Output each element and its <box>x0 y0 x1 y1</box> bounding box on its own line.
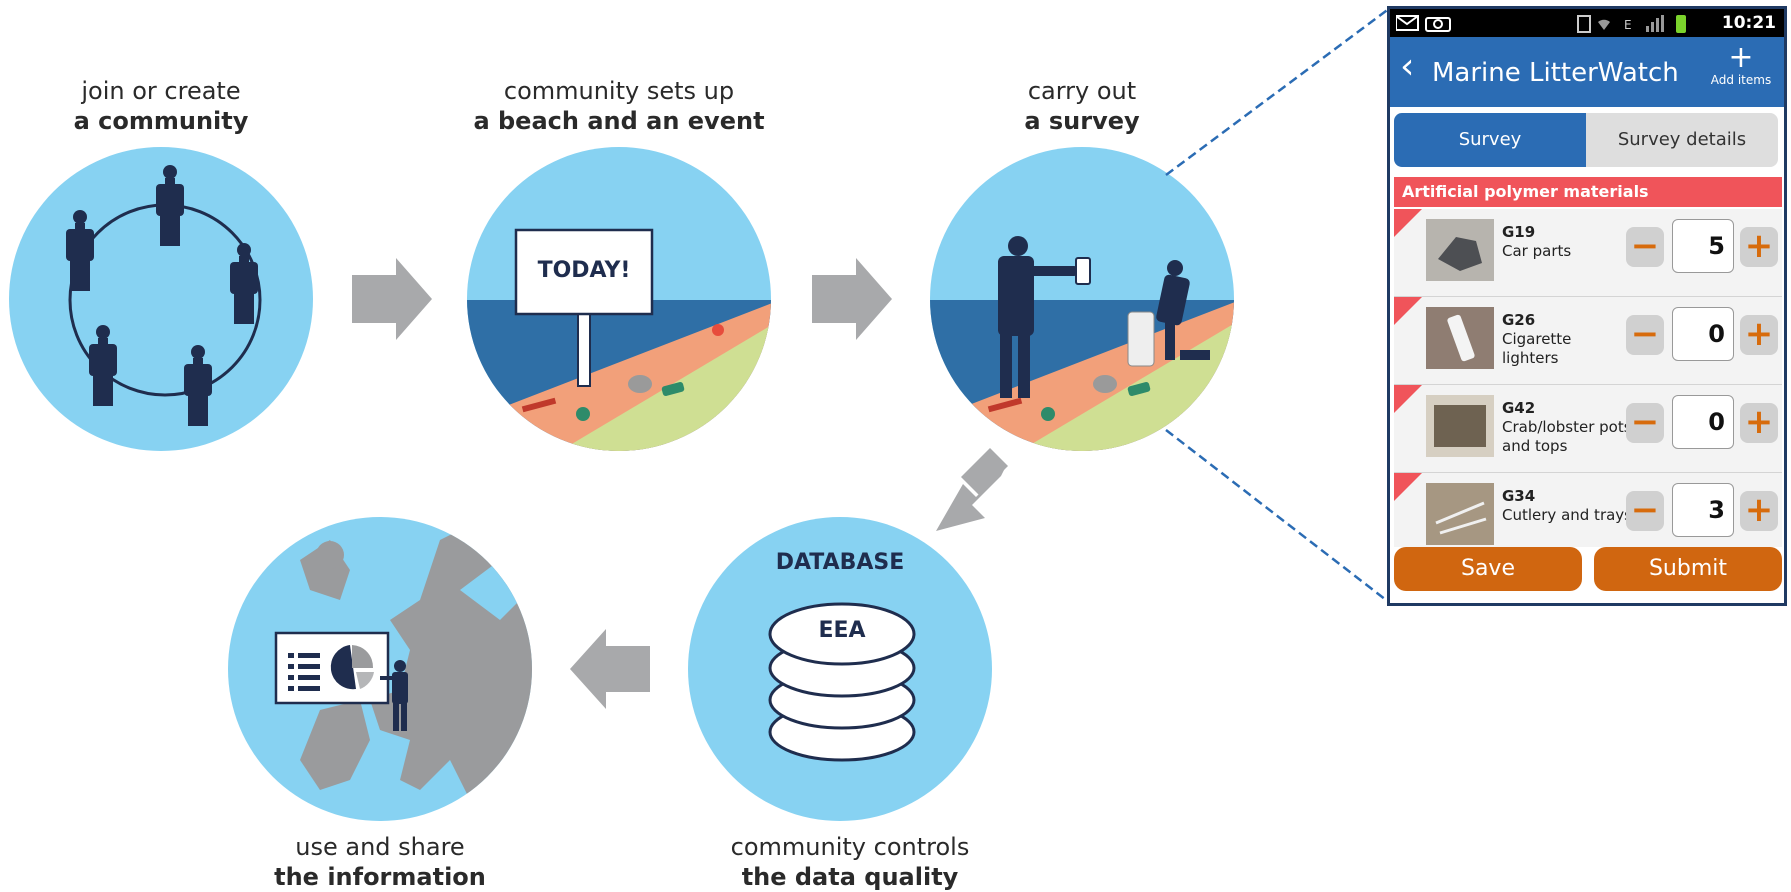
surveyor-person-icon <box>998 236 1078 398</box>
item-name: Cutlery and trays <box>1502 506 1632 524</box>
community-circle <box>9 147 313 451</box>
svg-text:E: E <box>1624 18 1632 32</box>
caption-emphasis: a beach and an event <box>473 107 765 135</box>
arrow-right-2 <box>812 258 892 340</box>
callout-line-bottom <box>1165 429 1391 604</box>
collector-person-icon <box>1156 260 1210 360</box>
item-code: G42 <box>1502 399 1536 417</box>
arrow-left <box>570 629 650 709</box>
caption-emphasis: the information <box>274 863 486 891</box>
category-marker <box>1394 385 1422 413</box>
step-caption-setup: community sets up a beach and an event <box>464 76 774 136</box>
item-photo <box>1426 307 1494 369</box>
list-item: G19 Car parts − 5 + <box>1394 209 1782 297</box>
europe-map <box>300 520 532 800</box>
item-count-input[interactable]: 0 <box>1672 395 1734 449</box>
caption-line: join or create <box>81 77 241 105</box>
caption-emphasis: a survey <box>1024 107 1140 135</box>
database-circle <box>688 517 992 821</box>
callout-line-top <box>1165 6 1391 177</box>
sign-text: TODAY! <box>537 258 631 283</box>
step-caption-join: join or create a community <box>36 76 286 136</box>
caption-line: community sets up <box>503 77 735 105</box>
tab-bar: Survey Survey details <box>1394 113 1782 167</box>
increment-button[interactable]: + <box>1740 491 1778 531</box>
tab-survey[interactable]: Survey <box>1394 113 1586 167</box>
list-item: G34 Cutlery and trays − 3 + <box>1394 473 1782 547</box>
presenter-person-icon <box>380 660 408 731</box>
item-count-input[interactable]: 0 <box>1672 307 1734 361</box>
increment-button[interactable]: + <box>1740 227 1778 267</box>
category-marker <box>1394 209 1422 237</box>
item-code: G19 <box>1502 223 1536 241</box>
notification-icons <box>1396 15 1451 32</box>
decrement-button[interactable]: − <box>1626 491 1664 531</box>
decrement-button[interactable]: − <box>1626 403 1664 443</box>
item-photo <box>1426 219 1494 281</box>
chevron-left-icon[interactable]: ‹ <box>1400 46 1415 87</box>
plus-icon: + <box>1728 40 1754 75</box>
caption-emphasis: a community <box>73 107 249 135</box>
database-label: EEA <box>818 618 866 643</box>
arrow-right-1 <box>352 258 432 340</box>
caption-line: use and share <box>295 833 465 861</box>
increment-button[interactable]: + <box>1740 403 1778 443</box>
information-circle <box>228 517 532 821</box>
decrement-button[interactable]: − <box>1626 227 1664 267</box>
list-item: G26 Cigarette lighters − 0 + <box>1394 297 1782 385</box>
caption-line: community controls <box>730 833 970 861</box>
caption-line: carry out <box>1027 77 1137 105</box>
decrement-button[interactable]: − <box>1626 315 1664 355</box>
caption-emphasis: the data quality <box>741 863 959 891</box>
item-name: Car parts <box>1502 242 1572 260</box>
item-name: Cigarette lighters <box>1502 330 1572 367</box>
category-header: Artificial polymer materials <box>1394 177 1782 207</box>
item-count-input[interactable]: 5 <box>1672 219 1734 273</box>
item-count-input[interactable]: 3 <box>1672 483 1734 537</box>
item-photo <box>1426 395 1494 457</box>
category-marker <box>1394 297 1422 325</box>
today-sign <box>514 228 654 316</box>
arrow-down-left <box>936 468 1005 531</box>
step-caption-survey: carry out a survey <box>950 76 1214 136</box>
system-status-icons: E <box>1577 15 1686 33</box>
database-heading: DATABASE <box>775 550 905 575</box>
step-caption-share: use and share the information <box>250 832 510 892</box>
litter-item-list: G19 Car parts − 5 + G26 Cigarette lighte… <box>1394 209 1782 547</box>
add-items-button[interactable]: + Add items <box>1706 40 1776 88</box>
app-title: Marine LitterWatch <box>1432 58 1679 88</box>
phone-in-hand-icon <box>1075 257 1091 285</box>
item-name: Crab/lobster pots and tops <box>1502 418 1632 455</box>
status-time: 10:21 <box>1721 13 1776 33</box>
item-code: G34 <box>1502 487 1536 505</box>
status-bar: E 10:21 <box>1390 9 1784 37</box>
database-cylinder-icon <box>768 602 916 762</box>
phone-screen: E 10:21 ‹ Marine LitterWatch + Add items… <box>1387 6 1787 606</box>
category-marker <box>1394 473 1422 501</box>
step-caption-quality: community controls the data quality <box>700 832 1000 892</box>
save-button[interactable]: Save <box>1394 547 1582 591</box>
app-bar: ‹ Marine LitterWatch + Add items <box>1390 37 1784 107</box>
tab-survey-details[interactable]: Survey details <box>1586 113 1778 167</box>
submit-button[interactable]: Submit <box>1594 547 1782 591</box>
survey-circle <box>930 147 1234 451</box>
item-code: G26 <box>1502 311 1536 329</box>
list-item: G42 Crab/lobster pots and tops − 0 + <box>1394 385 1782 473</box>
beach-event-circle <box>467 147 771 451</box>
add-items-label: Add items <box>1710 73 1772 87</box>
increment-button[interactable]: + <box>1740 315 1778 355</box>
item-photo <box>1426 483 1494 545</box>
